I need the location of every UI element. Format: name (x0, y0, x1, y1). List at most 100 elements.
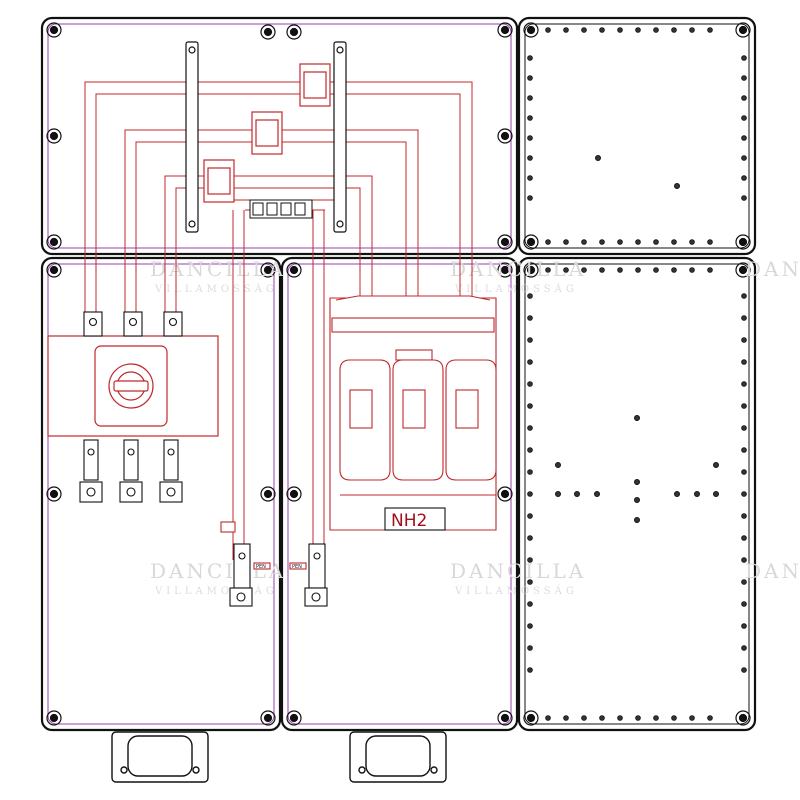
bolt-hole (635, 715, 641, 721)
corner-screw-head (263, 489, 273, 499)
corner-screw (497, 22, 513, 38)
bolt-hole (707, 267, 713, 273)
bolt-hole (527, 469, 533, 475)
corner-screw-head (738, 713, 748, 723)
bolt-hole (574, 490, 581, 497)
nh2-label: NH2 (391, 511, 427, 531)
blank-panel-bolt-holes (527, 27, 747, 721)
watermark-subtext: VILLAMOSSÁG (154, 585, 278, 597)
corner-screw-head (289, 489, 299, 499)
corner-screw-head (526, 237, 536, 247)
nh2-label-box (384, 507, 446, 531)
corner-screw (46, 710, 62, 726)
watermark-text: DANCILLA (745, 559, 800, 583)
corner-screw-head (49, 265, 59, 275)
bolt-hole (617, 267, 623, 273)
corner-screw-head (500, 713, 510, 723)
corner-screw (260, 262, 276, 278)
top-left-enclosure (40, 16, 519, 256)
bolt-hole (527, 135, 533, 141)
pen-terminals (220, 521, 328, 607)
watermark-subtext: VILLAMOSSÁG (154, 283, 278, 295)
bolt-hole (713, 490, 720, 497)
bolt-hole (653, 27, 659, 33)
bolt-hole (674, 182, 681, 189)
bolt-hole (634, 496, 641, 503)
bolt-hole (595, 154, 602, 161)
bolt-hole (635, 267, 641, 273)
bolt-hole (707, 239, 713, 245)
corner-screw (735, 710, 751, 726)
corner-screw-head (738, 25, 748, 35)
corner-screw (260, 486, 276, 502)
bolt-hole (545, 267, 551, 273)
enclosure-frames (40, 16, 757, 732)
bottom-right-blank-enclosure (517, 256, 757, 732)
bolt-hole (555, 461, 562, 468)
bolt-hole (653, 239, 659, 245)
bottom-middle-enclosure (280, 256, 519, 732)
corner-screw (260, 24, 276, 40)
corner-screw (46, 234, 62, 250)
corner-screw (260, 710, 276, 726)
corner-screw-head (738, 265, 748, 275)
bolt-hole (527, 293, 533, 299)
bolt-hole (563, 239, 569, 245)
corner-screw-head (526, 25, 536, 35)
bolt-hole (671, 239, 677, 245)
bolt-hole (671, 27, 677, 33)
corner-screw-head (263, 27, 273, 37)
corner-screw-head (49, 25, 59, 35)
bolt-hole (581, 239, 587, 245)
corner-screw (735, 234, 751, 250)
bolt-hole (741, 95, 747, 101)
corner-screw-head (526, 713, 536, 723)
corner-screw-head (289, 713, 299, 723)
watermark-text: DANCILLA (450, 257, 586, 281)
bolt-hole (741, 425, 747, 431)
busbar-clamps (203, 63, 331, 203)
bolt-hole (741, 381, 747, 387)
bolt-hole (594, 490, 601, 497)
corner-screw (735, 22, 751, 38)
bolt-hole (599, 267, 605, 273)
bolt-hole (741, 175, 747, 181)
bolt-hole (741, 601, 747, 607)
bolt-hole (527, 55, 533, 61)
bolt-hole (527, 403, 533, 409)
bolt-hole (527, 337, 533, 343)
bolt-hole (741, 645, 747, 651)
corner-screw (497, 710, 513, 726)
corner-screws (46, 22, 751, 726)
bolt-hole (527, 175, 533, 181)
corner-screw (497, 128, 513, 144)
nh2-fuse-switch (329, 295, 497, 531)
corner-screw (286, 24, 302, 40)
bolt-hole (653, 267, 659, 273)
bolt-hole (689, 267, 695, 273)
bolt-hole (694, 490, 701, 497)
bolt-hole (741, 469, 747, 475)
watermark-text: DANCILLA (745, 257, 800, 281)
corner-screw (497, 234, 513, 250)
corner-screw-head (500, 489, 510, 499)
pen-label: PEN (292, 564, 302, 570)
corner-screw-head (500, 131, 510, 141)
bolt-hole (599, 239, 605, 245)
bolt-hole (527, 425, 533, 431)
bolt-hole (741, 447, 747, 453)
corner-screw (46, 22, 62, 38)
bolt-hole (635, 27, 641, 33)
bolt-hole (653, 715, 659, 721)
bolt-hole (634, 517, 641, 524)
bolt-hole (527, 557, 533, 563)
bolt-hole (527, 95, 533, 101)
watermark-text: DANCILLA (450, 559, 586, 583)
bolt-hole (563, 267, 569, 273)
corner-screw (497, 262, 513, 278)
bolt-hole (741, 667, 747, 673)
top-right-blank-enclosure (517, 16, 757, 256)
corner-screw-head (526, 265, 536, 275)
corner-screw-head (289, 265, 299, 275)
